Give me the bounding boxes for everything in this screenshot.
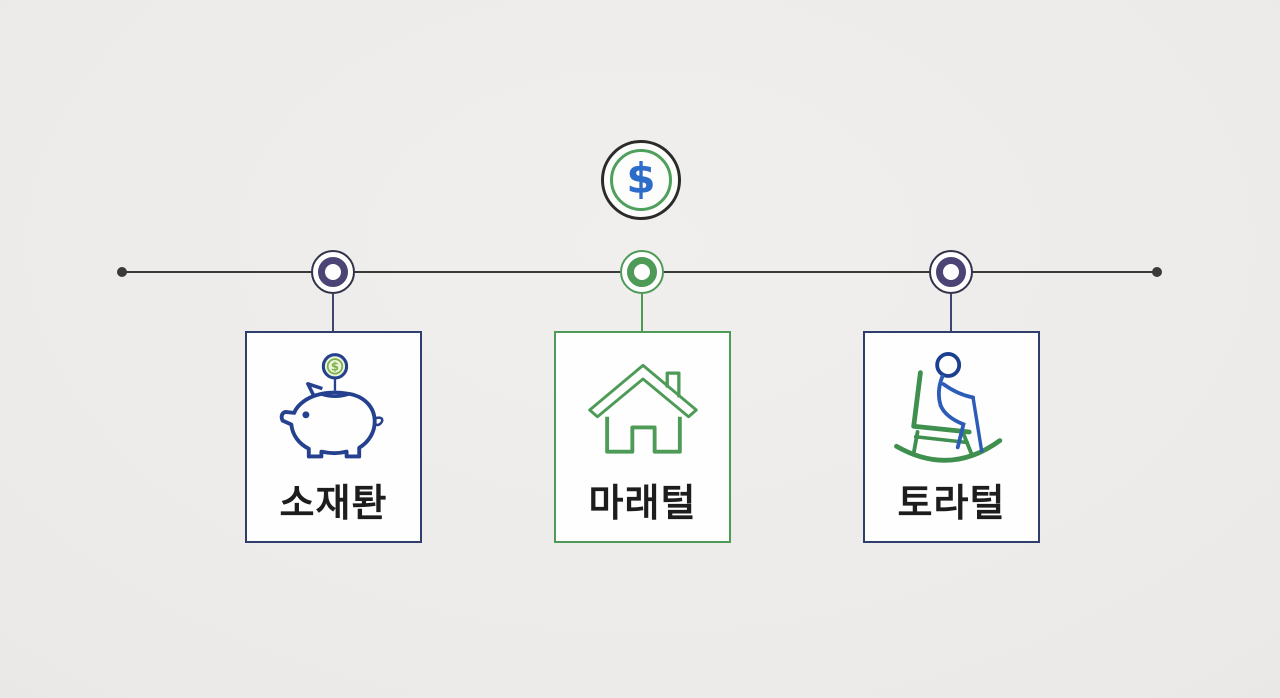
- card-retirement: 토라털: [863, 331, 1040, 543]
- rocking-chair-person-icon: [885, 347, 1019, 471]
- dollar-badge: $: [601, 140, 681, 220]
- timeline-node-2-ring: [627, 257, 657, 287]
- coin-dollar-symbol: $: [330, 360, 338, 374]
- card-home-label: 마래털: [588, 480, 697, 525]
- house-icon: [580, 347, 706, 471]
- card-savings: $ 소재퇀: [245, 331, 422, 543]
- timeline-node-2: [620, 250, 664, 294]
- dollar-icon: $: [610, 149, 672, 211]
- connector-line-2: [641, 294, 643, 332]
- dollar-symbol: $: [626, 154, 656, 203]
- timeline-node-1-ring: [318, 257, 348, 287]
- timeline-node-3-ring: [936, 257, 966, 287]
- card-home: 마래털: [554, 331, 731, 543]
- timeline-node-3: [929, 250, 973, 294]
- card-retirement-label: 토라털: [897, 480, 1006, 525]
- piggy-bank-coin-icon: $: [271, 347, 397, 471]
- connector-line-1: [332, 294, 334, 332]
- connector-line-3: [950, 294, 952, 332]
- timeline-node-1: [311, 250, 355, 294]
- timeline-end-dot: [1152, 267, 1162, 277]
- timeline-start-dot: [117, 267, 127, 277]
- card-savings-label: 소재퇀: [279, 480, 388, 525]
